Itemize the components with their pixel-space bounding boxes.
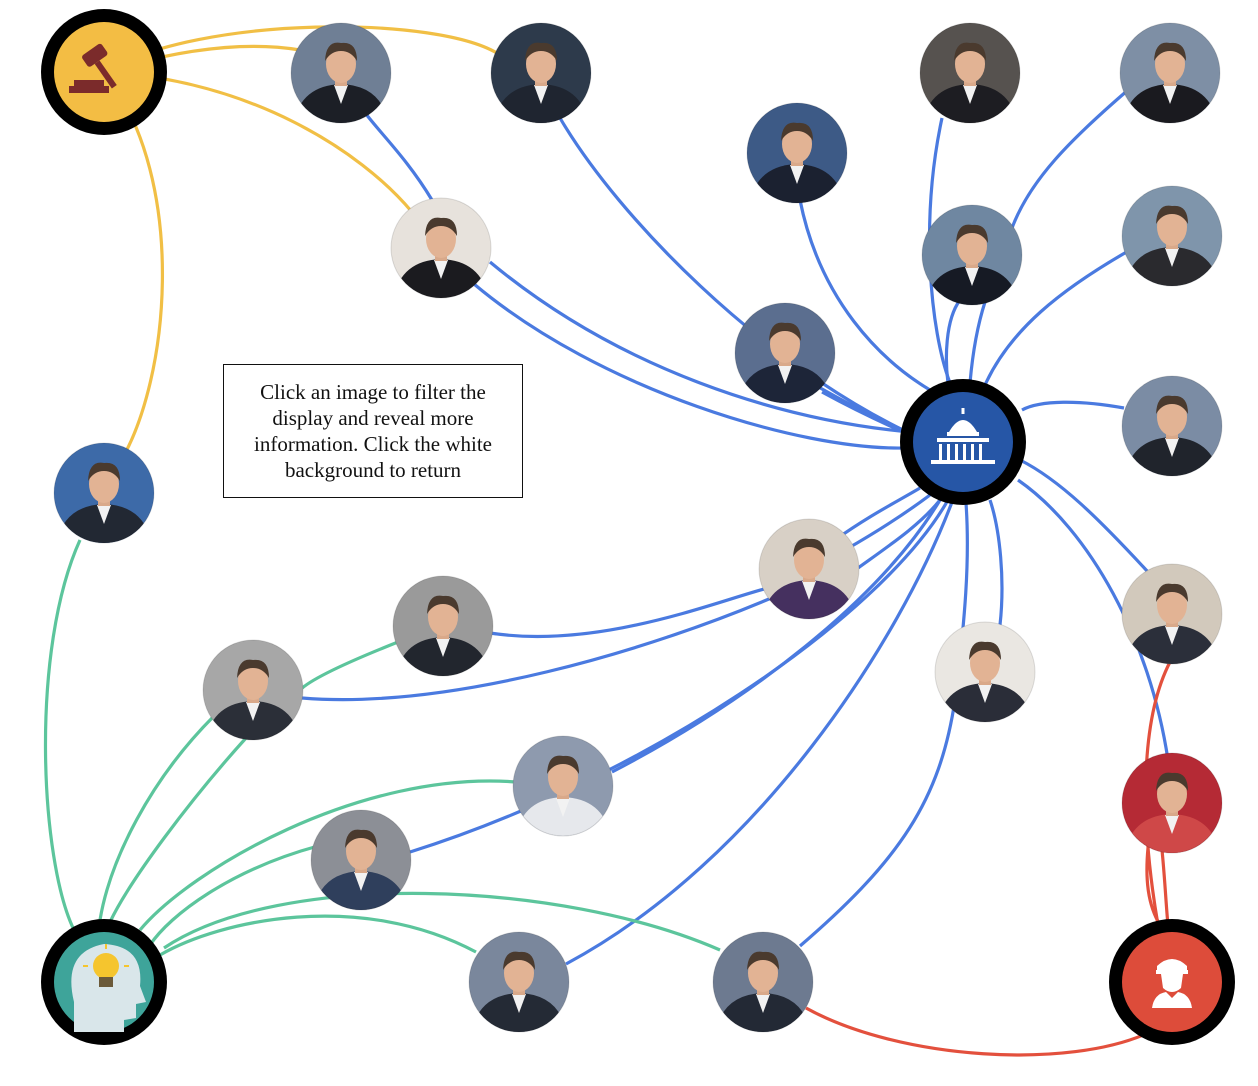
link-congress-p6 — [1010, 88, 1130, 229]
link-congress-p15 — [489, 586, 769, 639]
link-military-p21 — [805, 1006, 1151, 1057]
link-congress-p19 — [409, 499, 950, 854]
link-innovator-p15 — [298, 640, 399, 692]
person-node-p11[interactable] — [53, 442, 155, 544]
person-node-p20[interactable] — [468, 931, 570, 1033]
link-military-p18b — [1160, 849, 1170, 926]
instructions-text: Click an image to filter the display and… — [254, 380, 492, 482]
link-congress-p18 — [1017, 478, 1170, 761]
link-congress-p9 — [983, 248, 1131, 386]
link-congress-p8b — [968, 301, 987, 384]
portrait-photo — [313, 829, 409, 910]
person-node-p5[interactable] — [919, 22, 1021, 124]
portrait-photo — [715, 951, 811, 1032]
link-congress-p7b — [821, 390, 909, 436]
portrait-photo — [395, 595, 491, 676]
person-node-p1[interactable] — [290, 22, 392, 124]
link-innovator-p21 — [163, 891, 721, 952]
link-congress-p16 — [301, 594, 777, 702]
link-innovator-p16a — [98, 714, 216, 921]
link-innovator-p17 — [138, 779, 517, 932]
portrait-photo — [922, 42, 1018, 123]
person-node-p12[interactable] — [758, 518, 860, 620]
link-congress-p12a — [834, 486, 921, 542]
link-congress-p8a — [944, 299, 962, 384]
link-congress-p13 — [1019, 458, 1150, 574]
portrait-photo — [737, 322, 833, 403]
instructions-box: Click an image to filter the display and… — [223, 364, 523, 498]
portrait-photo — [515, 755, 611, 836]
person-node-p6[interactable] — [1119, 22, 1221, 124]
judiciary-hub[interactable] — [41, 9, 167, 135]
link-congress-p2 — [558, 117, 904, 432]
link-congress-p12c — [857, 499, 942, 570]
person-node-p16[interactable] — [202, 639, 304, 741]
link-congress-p14 — [988, 499, 1004, 626]
link-congress-p4 — [798, 199, 931, 392]
link-innovator-p11 — [43, 539, 82, 931]
person-node-p3[interactable] — [390, 197, 492, 299]
portrait-photo — [1124, 205, 1220, 286]
innovator-hub[interactable] — [41, 919, 167, 1045]
person-node-p7[interactable] — [734, 302, 836, 404]
portrait-photo — [1122, 42, 1218, 123]
portrait-photo — [205, 659, 301, 740]
lightbulb-head-icon — [71, 944, 147, 1032]
link-military-p18 — [1145, 847, 1162, 926]
portrait-photo — [761, 538, 857, 619]
person-node-p19[interactable] — [310, 809, 412, 911]
link-congress-p10 — [1021, 400, 1125, 412]
link-congress-p3b — [472, 282, 905, 450]
links-layer — [43, 25, 1172, 1057]
portrait-photo — [937, 641, 1033, 722]
link-innovator-p16b — [108, 736, 248, 923]
portrait-photo — [1124, 395, 1220, 476]
capitol-icon — [931, 408, 995, 464]
person-node-p2[interactable] — [490, 22, 592, 124]
portrait-photo — [924, 224, 1020, 305]
person-node-p4[interactable] — [746, 102, 848, 204]
person-node-p15[interactable] — [392, 575, 494, 677]
gavel-icon — [69, 43, 117, 93]
person-node-p9[interactable] — [1121, 185, 1223, 287]
congress-hub[interactable] — [900, 379, 1026, 505]
portrait-photo — [293, 42, 389, 123]
portrait-photo — [393, 217, 489, 298]
portrait-photo — [1124, 772, 1220, 853]
link-innovator-p19 — [148, 844, 319, 946]
link-congress-p21 — [798, 699, 957, 948]
portrait-photo — [1124, 583, 1220, 664]
portrait-photo — [471, 951, 567, 1032]
person-node-p21[interactable] — [712, 931, 814, 1033]
link-congress-p1 — [364, 113, 434, 201]
link-congress-p20 — [565, 501, 954, 966]
portrait-photo — [749, 122, 845, 203]
person-node-p13[interactable] — [1121, 563, 1223, 665]
hubs-layer — [41, 9, 1235, 1045]
military-hub[interactable] — [1109, 919, 1235, 1045]
link-congress-p7a — [814, 383, 904, 432]
person-node-p10[interactable] — [1121, 375, 1223, 477]
link-congress-p3a — [488, 260, 911, 434]
person-node-p18[interactable] — [1121, 752, 1223, 854]
link-innovator-p20 — [159, 914, 477, 957]
link-congress-p12b — [844, 493, 931, 552]
person-node-p17[interactable] — [512, 735, 614, 837]
person-node-p8[interactable] — [921, 204, 1023, 306]
soldier-icon — [1152, 959, 1192, 1008]
people-layer — [53, 22, 1223, 1033]
portrait-photo — [56, 462, 152, 543]
person-node-p14[interactable] — [934, 621, 1036, 723]
portrait-photo — [493, 42, 589, 123]
